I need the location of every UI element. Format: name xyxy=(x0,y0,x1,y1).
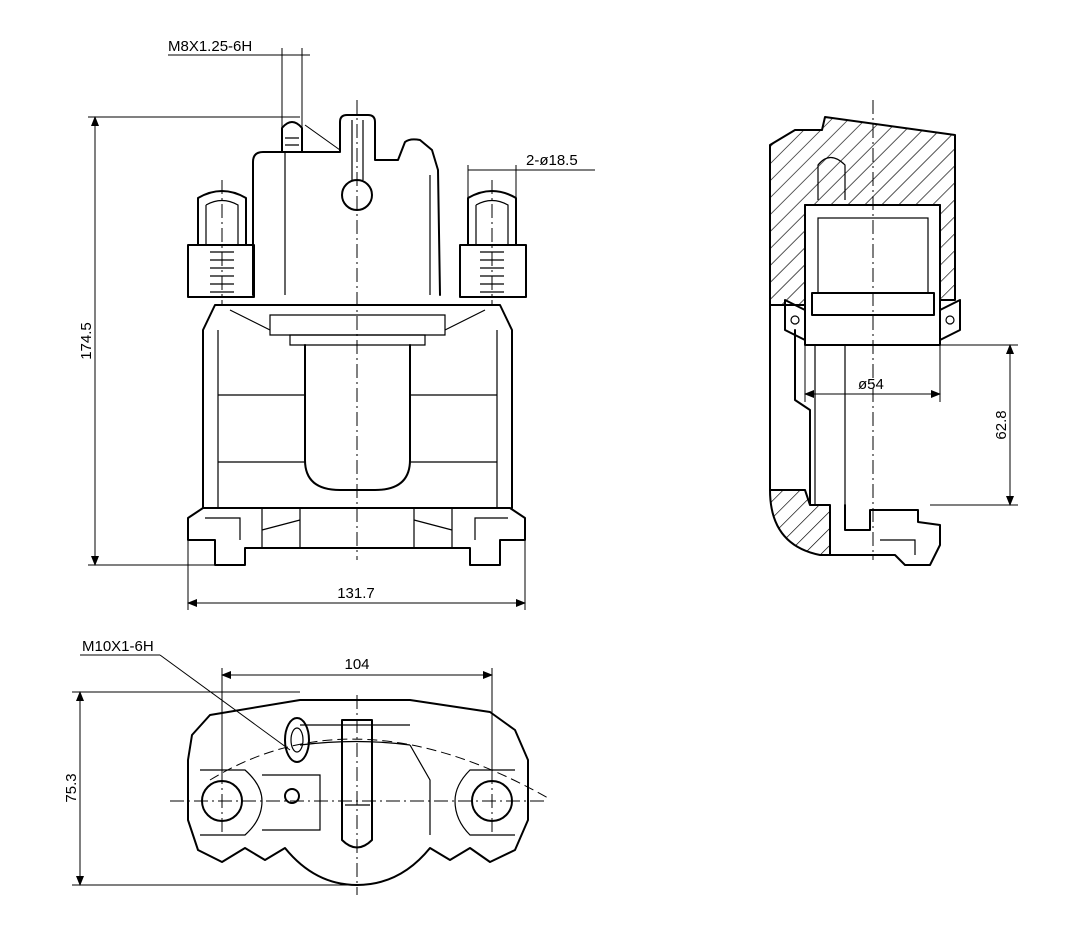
piston-diameter-label: ø54 xyxy=(858,376,884,393)
bleed-hole xyxy=(284,788,300,804)
inlet-port xyxy=(284,717,310,763)
guide-pin-right-body xyxy=(459,244,527,298)
mount-spacing-label: 104 xyxy=(344,656,369,673)
depth-dimension-label: 75.3 xyxy=(63,773,80,802)
height-dimension-label: 174.5 xyxy=(78,322,95,360)
piston-height-label: 62.8 xyxy=(993,410,1010,439)
thread-bottom-label: M10X1-6H xyxy=(82,638,154,655)
thread-top-label: M8X1.25-6H xyxy=(168,38,252,55)
caliper-body-upper xyxy=(252,114,441,296)
section-view xyxy=(769,100,961,566)
section-view-dimensions: ø54 62.8 xyxy=(804,344,1018,506)
section-lower-hatch xyxy=(769,489,831,556)
hole-spec-label: 2-ø18.5 xyxy=(526,152,578,169)
top-view xyxy=(170,695,549,895)
bleed-screw xyxy=(281,121,303,153)
guide-pin-left-body xyxy=(187,244,255,298)
guide-pin-left xyxy=(197,190,247,246)
section-housing-hatch xyxy=(769,116,956,306)
guide-pin-right xyxy=(467,190,517,246)
width-dimension-label: 131.7 xyxy=(337,585,375,602)
front-view-dimensions: 174.5 131.7 M8X1.25-6H 2-ø18.5 xyxy=(78,38,595,610)
top-view-dimensions: 104 75.3 M10X1-6H xyxy=(63,638,493,886)
top-view-outline xyxy=(187,699,529,886)
bracket-outline xyxy=(187,507,526,566)
